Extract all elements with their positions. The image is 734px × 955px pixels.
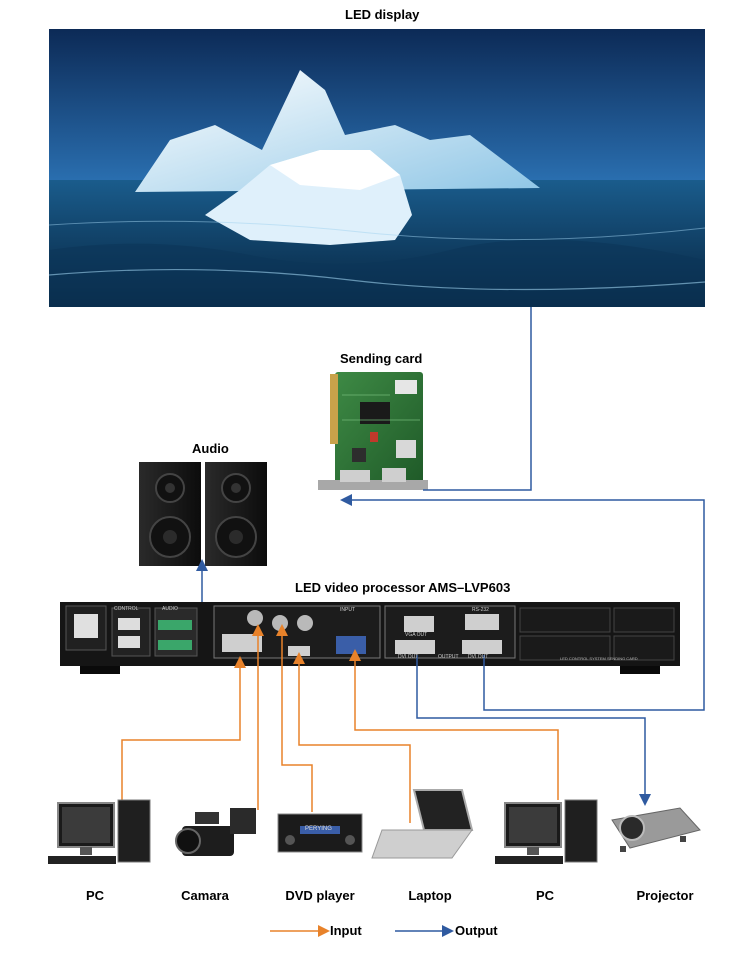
pc-left-icon bbox=[48, 799, 151, 864]
panel-output-label: OUTPUT bbox=[438, 654, 459, 660]
panel-rs232-label: RS-232 bbox=[472, 607, 489, 613]
legend-input-label: Input bbox=[330, 923, 362, 938]
panel-dvi-out-label: DVI OUT bbox=[398, 654, 419, 660]
pc2-to-processor-line bbox=[349, 649, 559, 800]
processor-to-projector-line bbox=[416, 655, 651, 806]
laptop-icon bbox=[371, 789, 474, 859]
audio-speakers-image bbox=[139, 462, 267, 566]
audio-title: Audio bbox=[192, 441, 229, 456]
panel-brand-strip: LED CONTROL SYSTEM SENDING CARD bbox=[560, 656, 638, 661]
output-connections bbox=[196, 307, 705, 806]
legend-output-label: Output bbox=[455, 923, 498, 938]
sending-card-title: Sending card bbox=[340, 351, 423, 366]
pc-to-processor-line bbox=[121, 656, 246, 800]
input-connections bbox=[121, 624, 559, 823]
led-display-title: LED display bbox=[345, 7, 420, 22]
camera-icon bbox=[175, 808, 256, 856]
dvd-display-text: PERYING bbox=[305, 826, 332, 832]
pc-right-icon bbox=[495, 799, 598, 864]
panel-input-label: INPUT bbox=[340, 607, 355, 613]
panel-vga-out-label: VGA OUT bbox=[405, 632, 428, 638]
device-label-projector: Projector bbox=[636, 888, 694, 903]
projector-icon bbox=[611, 807, 701, 852]
dvd-to-processor-line bbox=[276, 624, 313, 812]
processor-title: LED video processor AMS–LVP603 bbox=[295, 580, 511, 595]
device-label-dvd: DVD player bbox=[285, 888, 355, 903]
display-to-card-line bbox=[423, 307, 532, 491]
dvd-player-icon bbox=[277, 813, 363, 853]
panel-audio-label: AUDIO bbox=[162, 606, 178, 612]
device-label-laptop: Laptop bbox=[408, 888, 452, 903]
processor-back-panel bbox=[60, 602, 680, 674]
device-label-pc-right: PC bbox=[535, 888, 555, 903]
laptop-to-processor-line bbox=[293, 652, 411, 823]
device-label-pc-left: PC bbox=[85, 888, 105, 903]
led-display-screen bbox=[48, 29, 706, 307]
device-label-camera: Camara bbox=[181, 888, 229, 903]
sending-card-image bbox=[318, 372, 428, 490]
panel-control-label: CONTROL bbox=[114, 606, 139, 612]
processor-to-card-line bbox=[340, 494, 705, 711]
panel-dvi-out2-label: DVI OUT bbox=[468, 654, 489, 660]
